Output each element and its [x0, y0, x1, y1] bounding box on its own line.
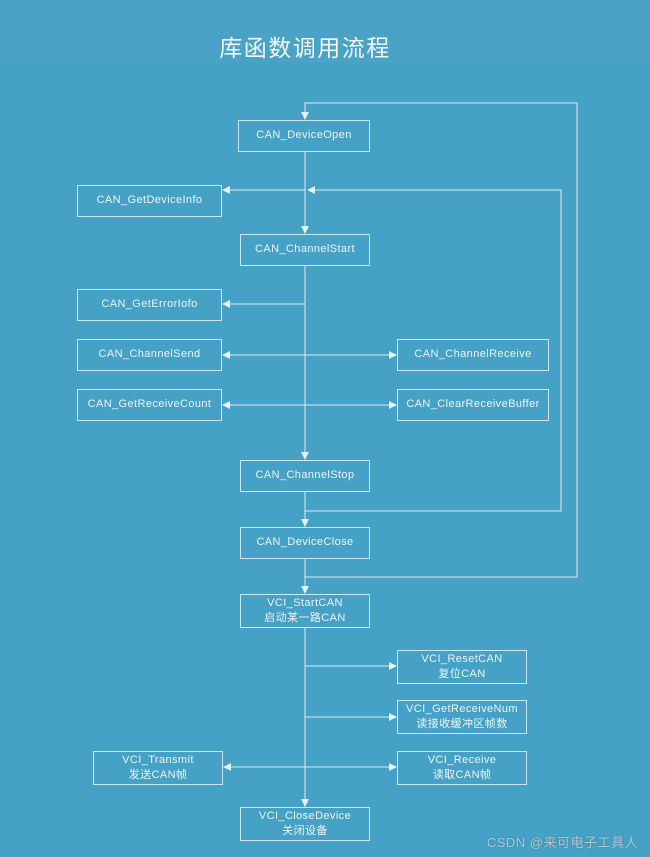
node-label: VCI_GetReceiveNum [406, 702, 518, 715]
edge-deviceopen-to-channelstart [301, 152, 309, 234]
node-label: CAN_ChannelReceive [414, 348, 532, 361]
node-can-device-close: CAN_DeviceClose [240, 527, 370, 559]
node-label: CAN_GetReceiveCount [87, 398, 212, 411]
edge-loop-channelstop-return [305, 186, 562, 512]
node-label: CAN_ChannelStart [255, 243, 355, 256]
node-vci-start-can: VCI_StartCAN 启动某一路CAN [240, 594, 370, 628]
watermark: CSDN @来可电子工具人 [486, 835, 638, 850]
node-can-get-receive-count: CAN_GetReceiveCount [77, 389, 222, 421]
node-label: CAN_GetDeviceInfo [96, 194, 203, 207]
edge-to-getdeviceinfo [222, 186, 305, 194]
node-can-device-open: CAN_DeviceOpen [238, 120, 370, 152]
node-label: VCI_StartCAN [267, 596, 343, 609]
node-vci-reset-can: VCI_ResetCAN 复位CAN [397, 650, 527, 684]
node-label: CAN_DeviceOpen [256, 129, 352, 142]
node-sublabel: 读取CAN帧 [432, 769, 492, 781]
edge-channelstop-to-deviceclose [301, 492, 309, 527]
edge-loop-deviceclose-to-deviceopen [301, 102, 578, 578]
edge-to-vcigetreceivenum [305, 713, 397, 721]
node-sublabel: 关闭设备 [282, 825, 328, 837]
edge-channelstart-to-channelstop [301, 266, 309, 460]
node-can-channel-send: CAN_ChannelSend [77, 339, 222, 371]
node-label: VCI_Receive [427, 753, 497, 766]
edge-vcitransmit-vcireceive [223, 763, 397, 771]
node-can-get-error-iofo: CAN_GetErrorIofo [77, 289, 222, 321]
node-can-channel-start: CAN_ChannelStart [240, 234, 370, 266]
node-can-get-device-info: CAN_GetDeviceInfo [77, 185, 222, 217]
node-vci-get-receive-num: VCI_GetReceiveNum 读接收缓冲区帧数 [397, 700, 527, 734]
node-label: CAN_DeviceClose [256, 536, 354, 549]
node-label: VCI_Transmit [122, 753, 194, 766]
edge-deviceclose-to-vcistartcan [301, 559, 309, 594]
edge-channelsend-channelreceive [222, 351, 397, 359]
node-sublabel: 复位CAN [438, 668, 486, 680]
node-sublabel: 读接收缓冲区帧数 [416, 718, 508, 730]
node-vci-transmit: VCI_Transmit 发送CAN帧 [93, 751, 223, 785]
node-can-channel-stop: CAN_ChannelStop [240, 460, 370, 492]
edge-vcistartcan-to-vciclosedevice [301, 628, 309, 807]
node-label: VCI_CloseDevice [258, 809, 352, 822]
edge-to-vciresetcan [305, 662, 397, 670]
edge-getreceivecount-clearreceivebuffer [222, 401, 397, 409]
node-vci-receive: VCI_Receive 读取CAN帧 [397, 751, 527, 785]
node-label: VCI_ResetCAN [421, 652, 503, 665]
node-label: CAN_ClearReceiveBuffer [406, 398, 540, 411]
node-can-clear-receive-buffer: CAN_ClearReceiveBuffer [397, 389, 549, 421]
node-label: CAN_GetErrorIofo [101, 298, 198, 311]
node-vci-close-device: VCI_CloseDevice 关闭设备 [240, 807, 370, 841]
page-title: 库函数调用流程 [219, 35, 391, 61]
node-label: CAN_ChannelSend [98, 348, 201, 361]
node-sublabel: 启动某一路CAN [264, 612, 346, 624]
node-can-channel-receive: CAN_ChannelReceive [397, 339, 549, 371]
edge-to-geterroriofo [222, 300, 305, 308]
node-sublabel: 发送CAN帧 [128, 769, 188, 781]
node-label: CAN_ChannelStop [255, 469, 355, 482]
